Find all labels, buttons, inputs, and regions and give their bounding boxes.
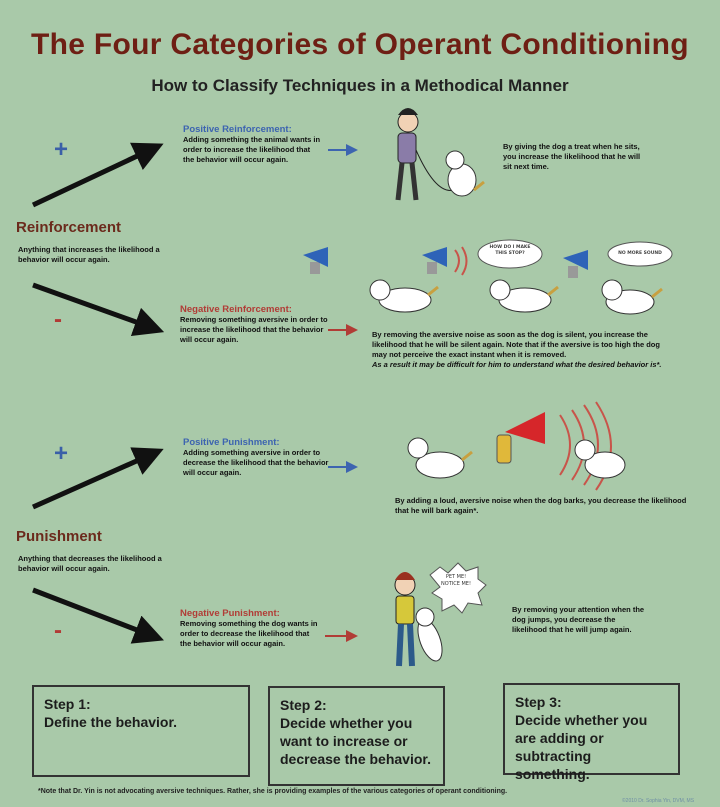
- negative-punishment-definition: Removing something the dog wants in orde…: [180, 619, 318, 648]
- positive-reinforcement-block: Positive Reinforcement: Adding something…: [183, 124, 323, 165]
- barking-dog-icon: [489, 279, 559, 313]
- reinforcement-heading: Reinforcement: [16, 219, 122, 236]
- megaphone-icon: [563, 250, 588, 278]
- megaphone-icon: [422, 246, 468, 276]
- step-text: Decide whether you want to increase or d…: [280, 715, 431, 767]
- negative-reinforcement-label: Negative Reinforcement:: [180, 304, 292, 315]
- negative-punishment-label: Negative Punishment:: [180, 608, 280, 619]
- positive-punishment-example: By adding a loud, aversive noise when th…: [395, 496, 687, 515]
- copyright-credit: ©2010 Dr. Sophia Yin, DVM, MS: [622, 798, 695, 804]
- step-title: Step 2:: [280, 697, 327, 713]
- thought-bubble-text: NO MORE SOUND: [618, 251, 662, 256]
- arrow-up-positive-reinforcement: [31, 142, 164, 208]
- thought-bubble: [607, 241, 673, 267]
- positive-punishment-block: Positive Punishment: Adding something av…: [183, 437, 333, 478]
- arrow-up-positive-punishment: [31, 447, 164, 510]
- plus-sign: +: [54, 440, 69, 467]
- step-text: Define the behavior.: [44, 714, 178, 730]
- step-1-box: Step 1: Define the behavior.: [32, 685, 250, 777]
- arrow-down-negative-punishment: [32, 587, 165, 644]
- negative-reinforcement-block: Negative Reinforcement: Removing somethi…: [180, 304, 330, 345]
- barking-dog-icon: [369, 279, 439, 313]
- punishment-heading: Punishment: [16, 528, 102, 545]
- arrow-down-negative-reinforcement: [32, 282, 165, 337]
- negative-reinforcement-example-text: By removing the aversive noise as soon a…: [372, 330, 660, 359]
- minus-sign: -: [54, 306, 62, 333]
- startled-dog-icon: [574, 439, 626, 479]
- thought-bubble-text: HOW DO I MAKE THIS STOP?: [489, 245, 531, 256]
- page-subtitle: How to Classify Techniques in a Methodic…: [151, 76, 569, 95]
- negative-punishment-block: Negative Punishment: Removing something …: [180, 608, 320, 649]
- step-3-box: Step 3: Decide whether you are adding or…: [503, 683, 680, 782]
- air-horn-icon: [496, 412, 545, 464]
- punishment-description: Anything that decreases the likelihood a…: [18, 554, 162, 573]
- minus-sign: -: [54, 617, 62, 644]
- positive-reinforcement-label: Positive Reinforcement:: [183, 124, 292, 135]
- speech-bubble: [429, 562, 487, 614]
- positive-punishment-definition: Adding something aversive in order to de…: [183, 448, 329, 477]
- negative-reinforcement-example: By removing the aversive noise as soon a…: [372, 330, 672, 370]
- thought-bubble: [477, 239, 543, 269]
- positive-reinforcement-example: By giving the dog a treat when he sits, …: [503, 142, 641, 171]
- person-with-dog-illustration: [395, 108, 485, 201]
- step-text: Decide whether you are adding or subtrac…: [515, 712, 648, 782]
- negative-reinforcement-definition: Removing something aversive in order to …: [180, 315, 328, 344]
- page-title: The Four Categories of Operant Condition…: [31, 28, 689, 61]
- plus-sign: +: [54, 136, 69, 163]
- negative-reinforcement-example-emphasis: As a result it may be difficult for him …: [372, 360, 662, 369]
- barking-dog-icon: [407, 437, 473, 479]
- speech-bubble-text: PET ME! NOTICE ME!: [441, 574, 471, 587]
- step-2-box: Step 2: Decide whether you want to incre…: [268, 686, 445, 786]
- footnote: *Note that Dr. Yin is not advocating ave…: [38, 788, 508, 795]
- quiet-dog-icon: [601, 279, 663, 315]
- woman-ignoring-dog-illustration: [394, 572, 443, 667]
- step-title: Step 3:: [515, 694, 562, 710]
- step-title: Step 1:: [44, 696, 91, 712]
- reinforcement-description: Anything that increases the likelihood a…: [18, 245, 160, 264]
- megaphone-icon: [303, 247, 328, 274]
- positive-punishment-label: Positive Punishment:: [183, 437, 280, 448]
- positive-reinforcement-definition: Adding something the animal wants in ord…: [183, 135, 321, 164]
- negative-punishment-example: By removing your attention when the dog …: [512, 605, 645, 634]
